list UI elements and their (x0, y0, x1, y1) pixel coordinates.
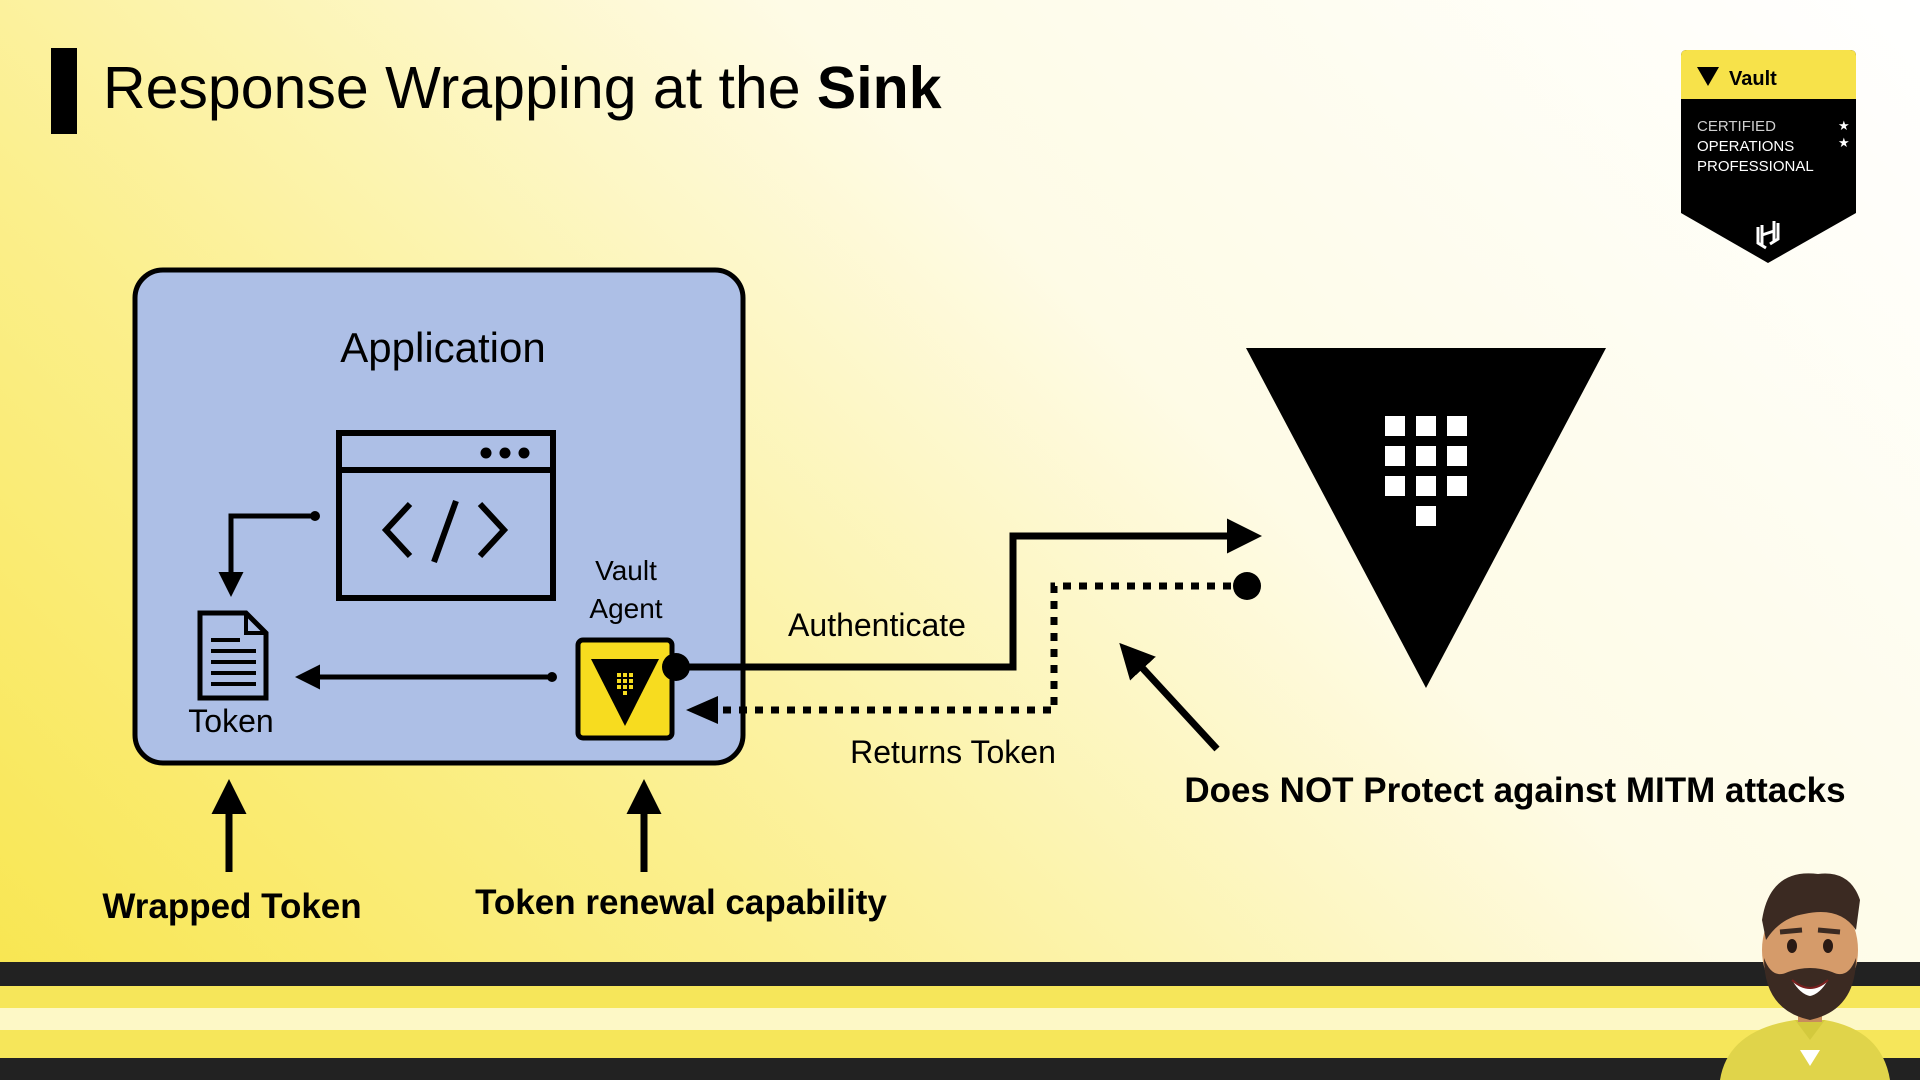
slide-title: Response Wrapping at the Sink (103, 52, 942, 124)
wrapped-token-callout: Wrapped Token (102, 887, 361, 926)
badge-brand: Vault (1729, 68, 1777, 90)
returns-arrow-head (686, 696, 718, 724)
code-window-icon (336, 430, 556, 601)
stripe-light (0, 1008, 1920, 1030)
title-text: Response Wrapping at the (103, 55, 817, 121)
stripe-yellow (0, 986, 1920, 1008)
certification-badge: Vault CERTIFIED OPERATIONS PROFESSIONAL … (1681, 50, 1856, 263)
badge-line1: CERTIFIED (1697, 118, 1776, 135)
stripe-dark (0, 1058, 1920, 1080)
stripe-yellow (0, 1030, 1920, 1058)
agent-label-line1: Vault (595, 555, 657, 586)
vault-logo-icon (1246, 348, 1606, 688)
vault-agent-icon (575, 637, 675, 741)
document-icon (197, 610, 269, 701)
application-label: Application (340, 324, 545, 371)
bottom-stripes (0, 962, 1920, 1080)
agent-label-line2: Agent (589, 593, 662, 624)
title-bold-text: Sink (816, 55, 942, 121)
title-accent-bar (51, 48, 77, 134)
elbow-arrow (218, 513, 315, 597)
returns-token-line (700, 582, 1247, 714)
badge-vault-icon (1697, 67, 1719, 86)
authenticate-arrow (676, 518, 1262, 671)
returns-token-label: Returns Token (850, 734, 1056, 770)
badge-star-icon: ★ (1838, 119, 1850, 134)
token-renewal-callout: Token renewal capability (475, 883, 887, 922)
hashicorp-logo-icon (1756, 221, 1780, 250)
stripe-dark (0, 962, 1920, 986)
badge-line2: OPERATIONS (1697, 138, 1794, 155)
presenter-avatar (1720, 873, 1890, 1080)
mitm-callout: Does NOT Protect against MITM attacks (1184, 771, 1845, 810)
token-label: Token (188, 703, 273, 739)
mitm-arrow (1119, 642, 1220, 752)
authenticate-label: Authenticate (788, 607, 966, 643)
badge-star-icon: ★ (1838, 136, 1850, 151)
badge-line3: PROFESSIONAL (1697, 158, 1814, 175)
